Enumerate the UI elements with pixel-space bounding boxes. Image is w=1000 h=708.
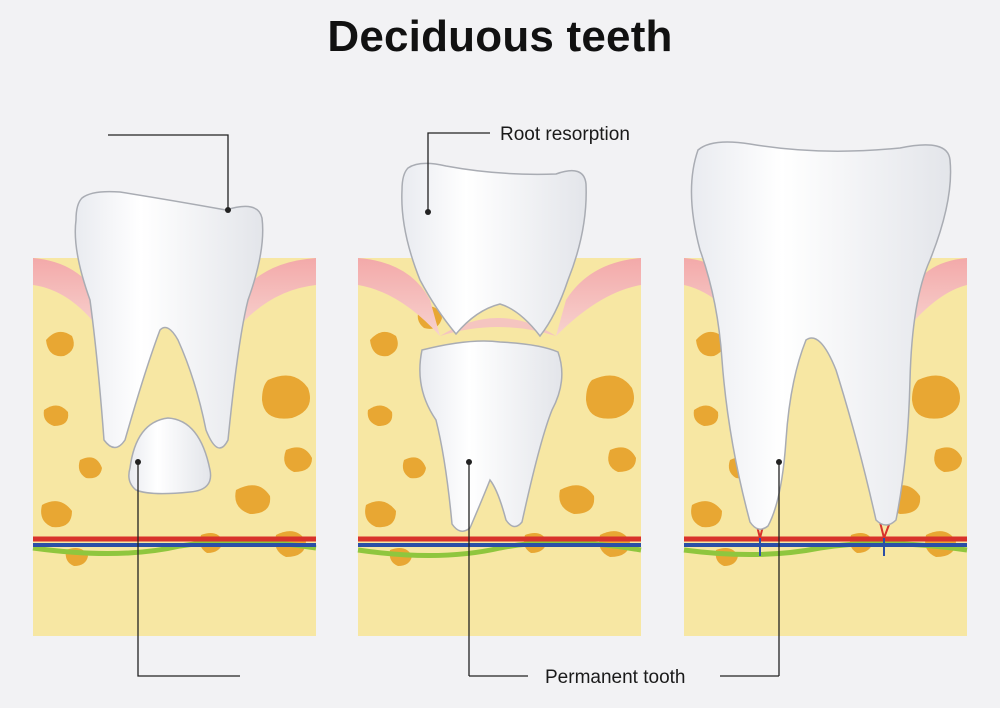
leader-dot (425, 209, 431, 215)
deciduous-tooth (401, 162, 587, 338)
leader-line (108, 134, 229, 210)
blood-vessels (357, 536, 642, 558)
leader-dot (776, 459, 782, 465)
permanent-tooth-bud (128, 417, 212, 495)
label-permanent-tooth: Permanent tooth (545, 667, 685, 688)
leader-line (427, 132, 490, 212)
gum (556, 258, 641, 336)
blood-vessels (683, 521, 968, 558)
blood-vessels (32, 536, 317, 557)
leader-line (137, 462, 240, 677)
leader-dot (225, 207, 231, 213)
gum (906, 258, 967, 330)
leader-dot (466, 459, 472, 465)
gum (440, 318, 556, 336)
leader-dot (135, 459, 141, 465)
permanent-tooth (419, 340, 563, 532)
gum (33, 258, 100, 330)
label-root-resorption: Root resorption (500, 124, 630, 145)
panel-stage-1 (32, 134, 317, 677)
diagram-title: Deciduous teeth (327, 12, 673, 61)
gum (358, 258, 440, 336)
panel-stage-2 (357, 132, 642, 677)
panel-stage-3 (683, 141, 968, 677)
permanent-tooth (690, 141, 952, 530)
gum (236, 258, 316, 330)
deciduous-tooth (74, 190, 264, 449)
